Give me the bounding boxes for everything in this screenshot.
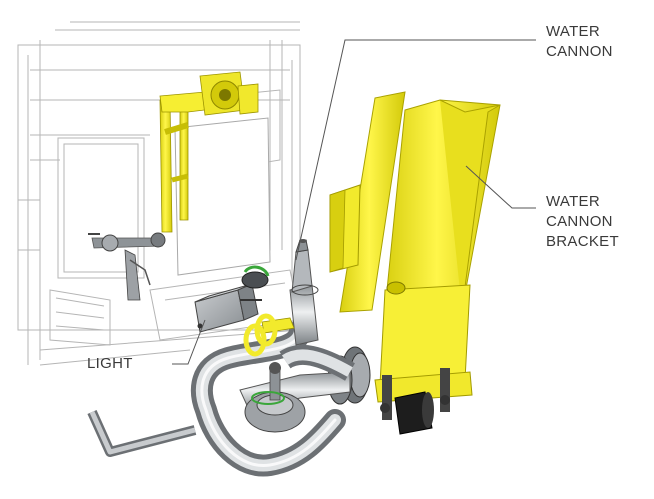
- label-bracket-line-3: BRACKET: [546, 233, 619, 250]
- leader-light: [172, 319, 206, 365]
- leader-water-cannon: [295, 39, 536, 261]
- leader-lines: [172, 39, 536, 365]
- hydraulic-cylinder: [394, 391, 434, 435]
- leader-water-cannon-bracket: [465, 165, 536, 209]
- label-water-cannon-bracket: WATER CANNON BRACKET: [546, 192, 619, 252]
- label-bracket-line-2: CANNON: [546, 213, 613, 230]
- label-bracket-line-1: WATER: [546, 193, 600, 210]
- pipe-system: [87, 319, 355, 477]
- light-housing-icon: [194, 265, 270, 333]
- mounting-panel: [174, 117, 271, 276]
- label-water-cannon-line-2: CANNON: [546, 43, 613, 60]
- swivel-valve-icon: [239, 346, 371, 433]
- bracket-arm-icon: [159, 71, 259, 233]
- label-water-cannon-line-1: WATER: [546, 23, 600, 40]
- label-light-text: LIGHT: [87, 355, 133, 372]
- water-cannon-nozzle-icon: [243, 239, 319, 357]
- label-water-cannon: WATER CANNON: [546, 22, 613, 62]
- small-valve-assembly: [88, 232, 166, 301]
- label-light: LIGHT: [87, 354, 133, 374]
- water-cannon-bracket-icon: [329, 91, 501, 420]
